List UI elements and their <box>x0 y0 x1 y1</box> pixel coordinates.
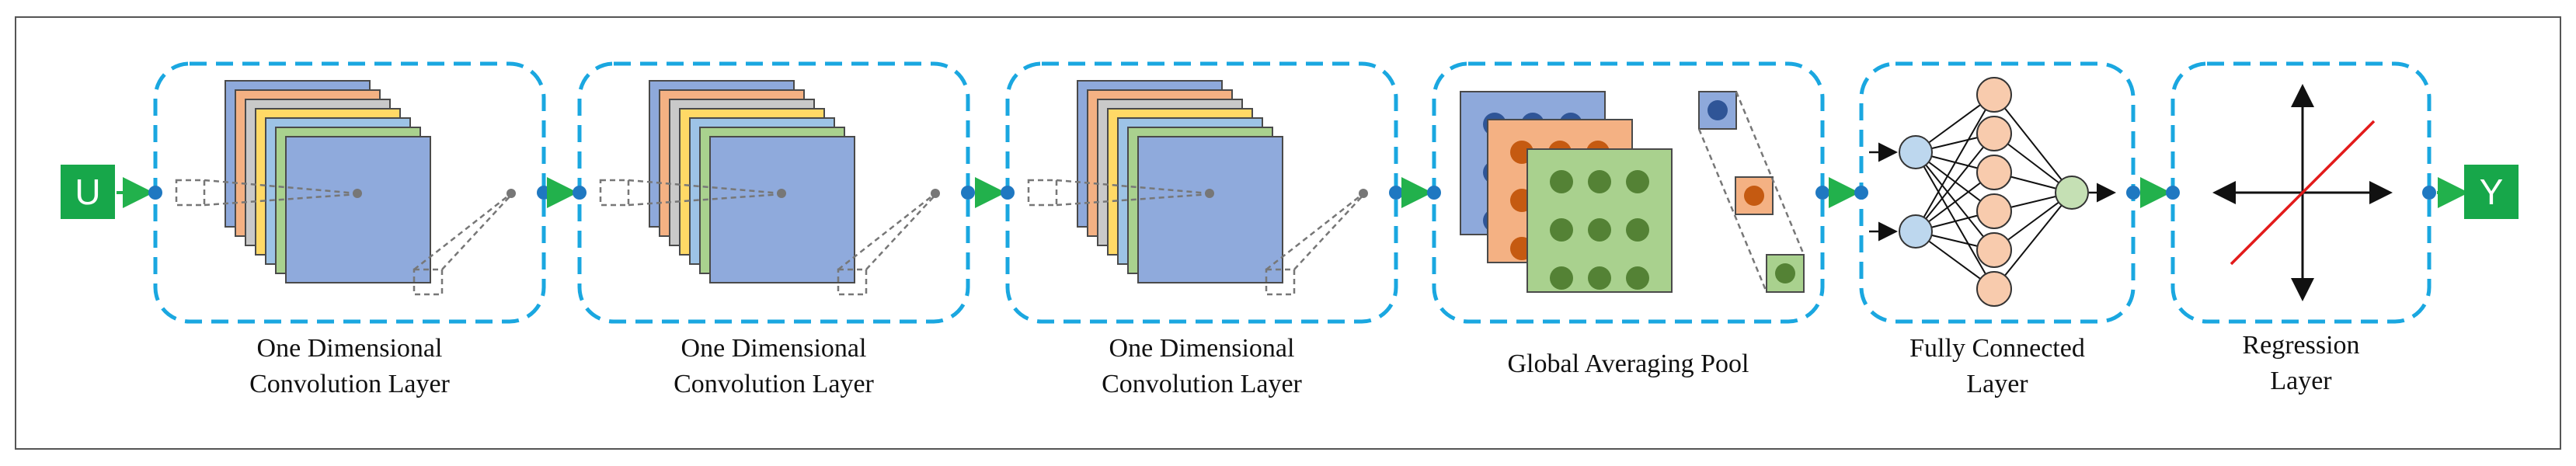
pool-dot <box>1550 218 1573 242</box>
kernel-point <box>931 189 940 198</box>
fc-output-node <box>2055 176 2089 210</box>
caption-conv-2-line1: One Dimensional <box>681 334 867 363</box>
pool-dot <box>1626 170 1649 193</box>
feature-map-7 <box>285 136 431 283</box>
kernel-projection <box>413 193 511 270</box>
connector-dot <box>1001 186 1015 200</box>
fc-edge <box>1993 94 2073 193</box>
kernel-point <box>506 189 516 198</box>
caption-conv-3-line2: Convolution Layer <box>1102 370 1302 398</box>
connector-dot <box>1815 186 1829 200</box>
caption-conv-2-line2: Convolution Layer <box>674 370 874 398</box>
kernel-projection <box>204 193 358 207</box>
fc-edge <box>1915 133 1995 232</box>
regression-line <box>2230 120 2376 266</box>
fc-edge <box>1915 94 1995 232</box>
outer-border <box>15 16 2561 450</box>
pooled-dot <box>1775 263 1795 283</box>
kernel-point <box>1205 189 1214 198</box>
fc-hidden-node <box>1976 155 2012 190</box>
fc-hidden-node <box>1976 232 2012 268</box>
kernel-projection <box>1265 193 1363 270</box>
connector-dot <box>961 186 975 200</box>
caption-fc-line2: Layer <box>1966 370 2028 398</box>
pooled-dot <box>1744 186 1764 206</box>
fc-hidden-node <box>1976 193 2012 229</box>
pool-dot <box>1550 170 1573 193</box>
kernel-projection <box>1056 193 1210 207</box>
conv-layer-2-graphic <box>599 80 940 296</box>
kernel-projection <box>837 193 935 270</box>
caption-conv-1-line1: One Dimensional <box>256 334 443 363</box>
pool-dot <box>1626 266 1649 290</box>
connector-dot <box>148 186 162 200</box>
caption-conv-2: One Dimensional Convolution Layer <box>580 331 968 402</box>
pool-guide <box>1735 91 1805 256</box>
feature-map-7 <box>709 136 855 283</box>
kernel-window-right <box>413 268 444 296</box>
caption-regression: Regression Layer <box>2173 328 2429 399</box>
pool-dot <box>1588 266 1611 290</box>
kernel-window-left <box>1027 179 1058 207</box>
kernel-point <box>777 189 786 198</box>
connectors <box>117 177 2469 208</box>
connector-dot <box>2422 186 2436 200</box>
caption-regression-line1: Regression <box>2242 331 2360 360</box>
connector-dot <box>2166 186 2180 200</box>
caption-fully-connected: Fully Connected Layer <box>1861 331 2133 402</box>
kernel-projection <box>204 179 358 195</box>
pool-dot <box>1626 218 1649 242</box>
fc-edge <box>1993 192 2073 290</box>
caption-regression-line2: Layer <box>2270 367 2332 395</box>
pool-guide <box>1697 128 1768 293</box>
fc-hidden-node <box>1976 77 2012 113</box>
kernel-window-left <box>175 179 206 207</box>
caption-global-pool-line1: Global Averaging Pool <box>1507 350 1749 378</box>
connector-dot <box>573 186 587 200</box>
kernel-window-right <box>1265 268 1296 296</box>
conv-layer-1-graphic <box>175 80 516 296</box>
input-box: U <box>61 165 115 219</box>
output-label: Y <box>2479 172 2504 212</box>
fc-hidden-node <box>1976 116 2012 151</box>
fc-hidden-node <box>1976 271 2012 307</box>
kernel-projection <box>628 179 782 195</box>
regression-graphic <box>2212 84 2393 301</box>
fc-input-node <box>1899 214 1933 249</box>
connector-dot <box>1854 186 1868 200</box>
kernel-projection <box>865 193 937 270</box>
caption-fc-line1: Fully Connected <box>1909 334 2085 363</box>
kernel-point <box>353 189 362 198</box>
connector-dot <box>2126 186 2140 200</box>
pooled-dot <box>1707 100 1728 120</box>
input-label: U <box>75 172 101 212</box>
kernel-projection <box>1293 193 1365 270</box>
global-pool-graphic <box>1460 91 1805 293</box>
conv-layer-3-graphic <box>1027 80 1368 296</box>
kernel-window-right <box>837 268 868 296</box>
fully-connected-graphic <box>1869 77 2116 307</box>
connector-dot <box>1389 186 1403 200</box>
pool-dot <box>1550 266 1573 290</box>
kernel-projection <box>628 193 782 207</box>
feature-map-7 <box>1137 136 1283 283</box>
caption-conv-3-line1: One Dimensional <box>1109 334 1295 363</box>
kernel-projection <box>441 193 513 270</box>
caption-conv-3: One Dimensional Convolution Layer <box>1008 331 1396 402</box>
pool-dot <box>1588 170 1611 193</box>
caption-global-pool: Global Averaging Pool <box>1434 346 1822 382</box>
caption-conv-1: One Dimensional Convolution Layer <box>155 331 544 402</box>
output-box: Y <box>2464 165 2519 219</box>
caption-conv-1-line2: Convolution Layer <box>249 370 450 398</box>
pool-dot <box>1588 218 1611 242</box>
kernel-projection <box>1056 179 1210 195</box>
fc-input-node <box>1899 135 1933 169</box>
connector-dot <box>537 186 551 200</box>
kernel-point <box>1359 189 1368 198</box>
connector-dot <box>1427 186 1441 200</box>
kernel-window-left <box>599 179 630 207</box>
